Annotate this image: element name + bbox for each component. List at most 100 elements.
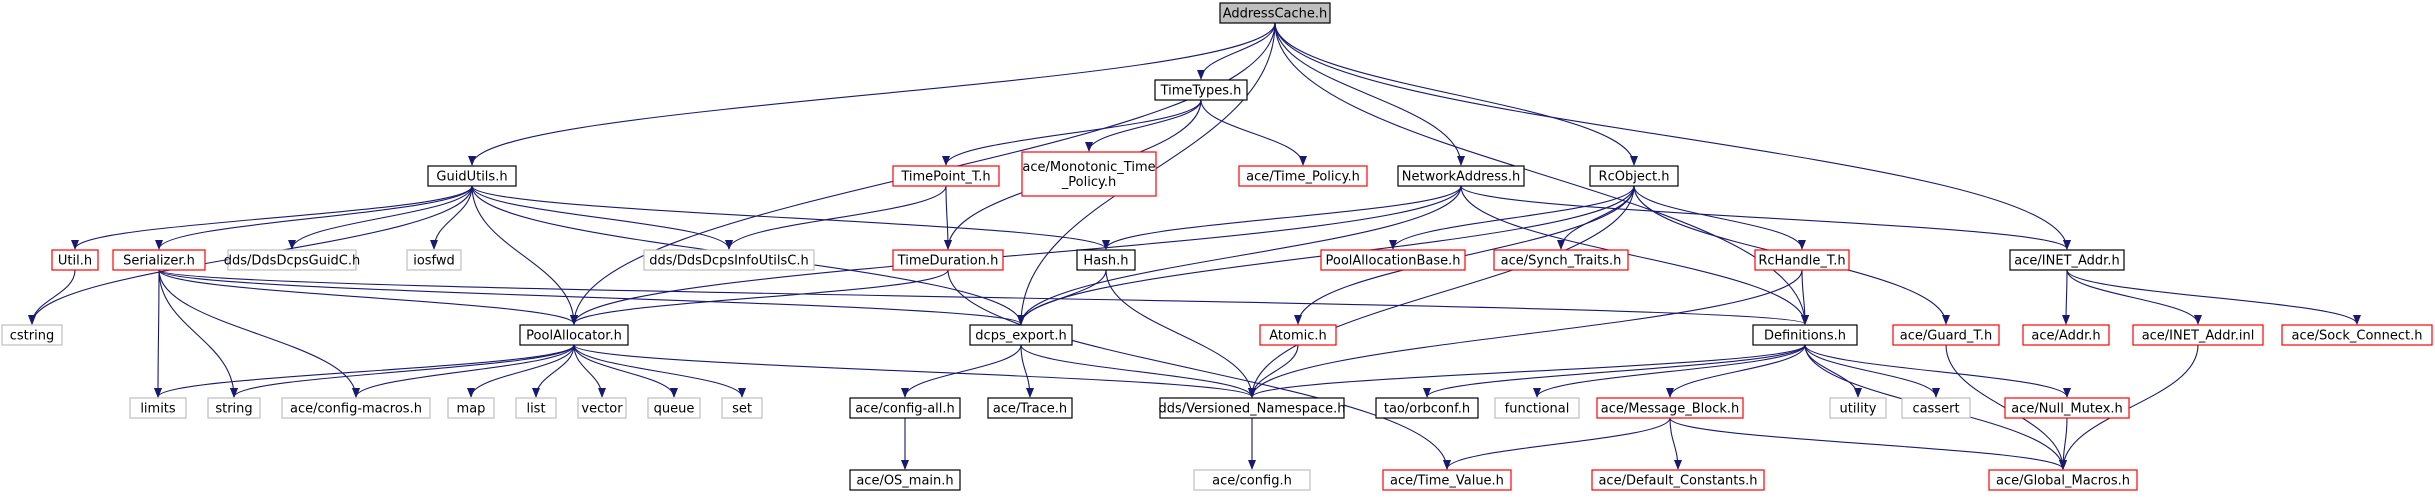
node-guidc[interactable]: dds/DdsDcpsGuidC.h <box>224 249 361 271</box>
edge-line <box>1248 269 1803 398</box>
edge-root-to-guidutils <box>468 22 1276 166</box>
edge-timetypes-to-monotonic <box>1085 99 1202 152</box>
node-label: ace/Trace.h <box>993 402 1067 417</box>
node-limits[interactable]: limits <box>129 397 187 419</box>
edge-root-to-rcobject <box>1274 22 1638 166</box>
node-label: ace/INET_Addr.h <box>2014 254 2119 269</box>
node-string[interactable]: string <box>207 397 261 419</box>
edge-netaddr-to-inetaddr <box>1460 185 2071 250</box>
node-map[interactable]: map <box>447 397 495 419</box>
node-box <box>892 249 1004 271</box>
node-inetaddr[interactable]: ace/INET_Addr.h <box>2009 249 2125 271</box>
node-util[interactable]: Util.h <box>51 249 99 271</box>
node-synch[interactable]: ace/Synch_Traits.h <box>1493 249 1629 271</box>
node-timepoint[interactable]: TimePoint_T.h <box>892 165 1000 187</box>
edge-line <box>1423 344 1806 398</box>
node-rcobject[interactable]: RcObject.h <box>1589 165 1679 187</box>
edge-line <box>1197 22 1276 80</box>
edge-serializer-to-string <box>158 269 238 398</box>
node-label: dds/DdsDcpsInfoUtilsC.h <box>649 254 809 269</box>
edge-line <box>467 344 575 398</box>
node-box <box>112 249 206 271</box>
node-infoutils[interactable]: dds/DdsDcpsInfoUtilsC.h <box>643 249 815 271</box>
node-definitions[interactable]: Definitions.h <box>1752 324 1858 346</box>
edge-line <box>1804 344 2071 398</box>
node-poolallocator[interactable]: PoolAllocator.h <box>519 324 629 346</box>
edge-line <box>943 185 952 250</box>
node-box <box>129 397 187 419</box>
node-timetypes[interactable]: TimeTypes.h <box>1154 79 1248 101</box>
node-osmain[interactable]: ace/OS_main.h <box>849 469 961 491</box>
node-nullmutex[interactable]: ace/Null_Mutex.h <box>2004 397 2130 419</box>
node-box <box>647 397 701 419</box>
node-configmacros[interactable]: ace/config-macros.h <box>281 397 431 419</box>
edge-line <box>1800 269 1809 325</box>
node-rchandle[interactable]: RcHandle_T.h <box>1754 249 1850 271</box>
node-netaddr[interactable]: NetworkAddress.h <box>1397 165 1525 187</box>
node-set[interactable]: set <box>721 397 763 419</box>
node-label: ace/Time_Value.h <box>1390 474 1504 489</box>
node-dcpsexport[interactable]: dcps_export.h <box>969 324 1073 346</box>
edge-line <box>1804 344 1940 398</box>
node-vector[interactable]: vector <box>577 397 627 419</box>
node-list[interactable]: list <box>515 397 557 419</box>
node-box <box>447 397 495 419</box>
edge-guidutils-to-iosfwd <box>430 185 473 250</box>
node-sockconnect[interactable]: ace/Sock_Connect.h <box>2281 324 2433 346</box>
edge-line <box>28 269 76 325</box>
node-aceconfig[interactable]: ace/config.h <box>1193 469 1311 491</box>
node-box <box>1589 165 1679 187</box>
edge-poolallocator-to-set <box>573 344 746 398</box>
node-box <box>1 324 63 346</box>
edge-serializer-to-limits <box>154 269 163 398</box>
node-label: _Policy.h <box>1061 175 1116 190</box>
node-hash[interactable]: Hash.h <box>1076 249 1136 271</box>
node-label: dcps_export.h <box>975 329 1066 344</box>
edge-definitions-to-versioned <box>1248 344 1806 398</box>
edge-inetaddr-to-aceaddr <box>2062 269 2071 325</box>
node-configall[interactable]: ace/config-all.h <box>849 397 961 419</box>
node-inetinl[interactable]: ace/INET_Addr.inl <box>2132 324 2264 346</box>
edge-rcobject-to-rchandle <box>1633 185 1806 250</box>
node-poolallocbase[interactable]: PoolAllocationBase.h <box>1320 249 1466 271</box>
node-box <box>1493 249 1629 271</box>
node-timevalue[interactable]: ace/Time_Value.h <box>1382 469 1512 491</box>
edge-line <box>1274 22 1809 325</box>
node-root[interactable]: AddressCache.h <box>1219 2 1331 24</box>
edge-line <box>155 185 473 250</box>
node-label: ace/Time_Policy.h <box>1246 170 1360 185</box>
edge-line <box>288 185 473 250</box>
edge-rcobject-to-versioned <box>1248 185 1635 398</box>
node-cstring[interactable]: cstring <box>1 324 63 346</box>
edge-line <box>430 185 473 250</box>
node-label: NetworkAddress.h <box>1402 170 1520 185</box>
node-label: Hash.h <box>1083 254 1128 269</box>
node-guidutils[interactable]: GuidUtils.h <box>427 165 517 187</box>
node-versioned[interactable]: dds/Versioned_Namespace.h <box>1158 397 1346 419</box>
edge-guidutils-to-infoutils <box>471 185 733 250</box>
node-globalmacros[interactable]: ace/Global_Macros.h <box>1988 469 2138 491</box>
node-cassert[interactable]: cassert <box>1901 397 1971 419</box>
node-timeduration[interactable]: TimeDuration.h <box>892 249 1004 271</box>
node-aceaddr[interactable]: ace/Addr.h <box>2022 324 2110 346</box>
node-queue[interactable]: queue <box>647 397 701 419</box>
node-iosfwd[interactable]: iosfwd <box>406 249 462 271</box>
node-serializer[interactable]: Serializer.h <box>112 249 206 271</box>
node-atomic[interactable]: Atomic.h <box>1259 324 1337 346</box>
edge-msgblock-to-globalmacros <box>1669 417 2067 470</box>
edge-poolallocator-to-map <box>467 344 575 398</box>
node-label: Definitions.h <box>1764 329 1846 344</box>
node-defconst[interactable]: ace/Default_Constants.h <box>1591 469 1765 491</box>
node-guardt[interactable]: ace/Guard_T.h <box>1892 324 2000 346</box>
node-functional[interactable]: functional <box>1494 397 1580 419</box>
node-monotonic[interactable]: ace/Monotonic_Time_Policy.h <box>1021 151 1157 197</box>
node-trace[interactable]: ace/Trace.h <box>987 397 1073 419</box>
node-timepolicy[interactable]: ace/Time_Policy.h <box>1238 165 1368 187</box>
node-msgblock[interactable]: ace/Message_Block.h <box>1596 397 1744 419</box>
node-utility[interactable]: utility <box>1829 397 1887 419</box>
edge-root-to-definitions <box>1274 22 1809 325</box>
edge-guidutils-to-util <box>71 185 473 250</box>
edge-line <box>1460 185 2071 250</box>
node-orbconf[interactable]: tao/orbconf.h <box>1375 397 1479 419</box>
